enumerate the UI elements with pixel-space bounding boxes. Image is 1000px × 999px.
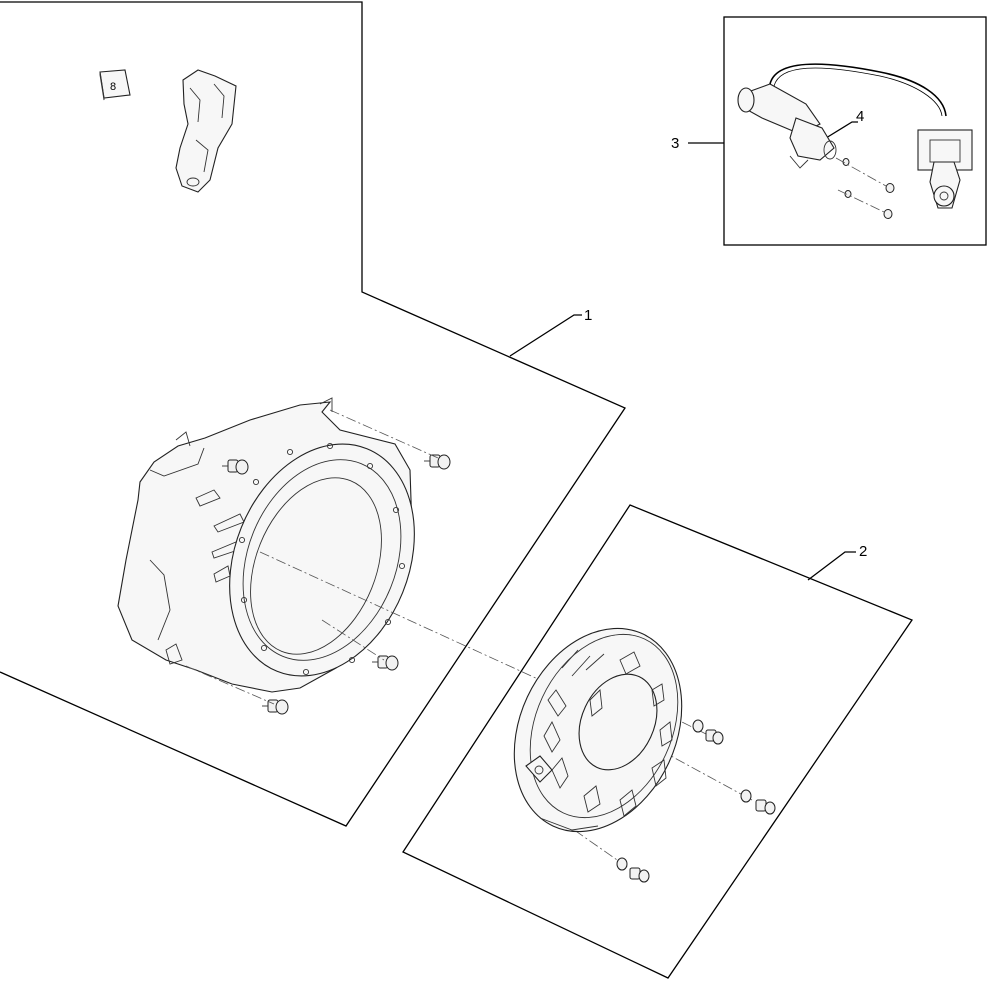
starter-wire bbox=[769, 63, 947, 117]
callout-label-2: 2 bbox=[859, 543, 867, 560]
panel-blower-housing bbox=[0, 1, 626, 827]
panel-electric-start-kit bbox=[723, 16, 987, 246]
callout-label-4: 4 bbox=[856, 108, 864, 125]
housing-bolt-4 bbox=[262, 699, 289, 715]
starter-handle-guide bbox=[525, 755, 553, 783]
decal-number: 8 bbox=[110, 81, 116, 93]
starter-screw-2 bbox=[740, 789, 776, 815]
bracket-part bbox=[175, 69, 237, 193]
recoil-starter bbox=[513, 627, 683, 833]
housing-bolt-2 bbox=[424, 454, 451, 470]
starter-motor bbox=[737, 83, 837, 169]
callout-label-3: 3 bbox=[671, 135, 679, 152]
callout-leaders bbox=[509, 121, 858, 581]
starter-screw-3 bbox=[616, 857, 650, 883]
housing-bolt-3 bbox=[372, 655, 399, 671]
housing-bolt-1 bbox=[222, 459, 249, 475]
kit-screws bbox=[835, 157, 895, 219]
callout-label-1: 1 bbox=[584, 307, 592, 324]
panel-recoil-starter bbox=[402, 504, 913, 979]
blower-housing bbox=[117, 397, 415, 693]
housing-bolt-holes bbox=[238, 442, 406, 676]
starter-vent-slots bbox=[543, 649, 673, 817]
starter-screw-1 bbox=[692, 719, 724, 745]
decal-part: 8 bbox=[99, 69, 131, 101]
key-switch bbox=[917, 129, 973, 209]
